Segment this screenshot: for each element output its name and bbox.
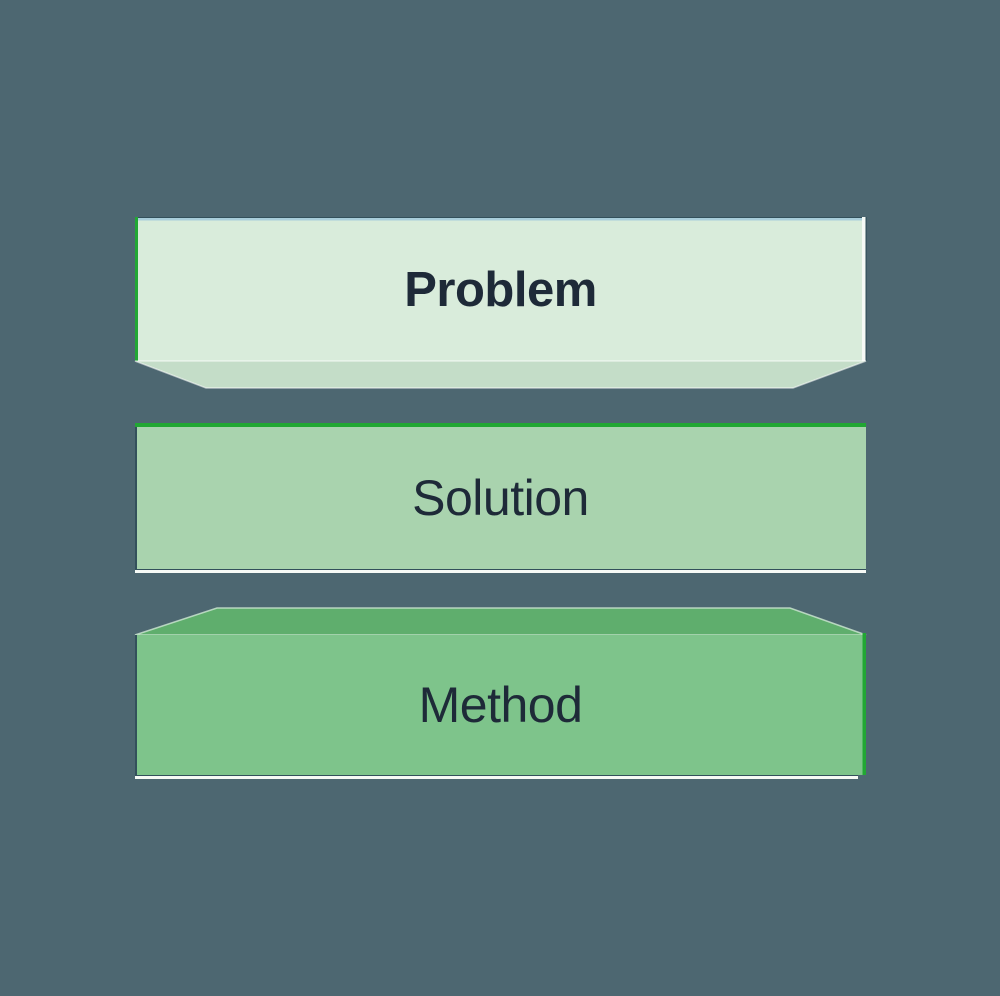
method-right-green-edge	[862, 633, 866, 775]
solution-left-dark-edge	[135, 427, 137, 569]
solution-face	[135, 427, 866, 569]
solution-bottom-white-edge	[135, 570, 866, 573]
stage-label-solution: Solution	[412, 470, 589, 526]
method-slab	[134, 607, 867, 779]
method-bottom-dark-edge	[135, 775, 858, 776]
solution-top-green-edge	[135, 423, 866, 427]
problem-top-highlight-edge	[135, 218, 866, 221]
problem-slab	[134, 217, 867, 389]
method-bottom-white-edge	[135, 776, 858, 779]
solution-slab	[135, 423, 866, 573]
problem-right-dark-edge	[865, 217, 867, 361]
stage-label-problem: Problem	[404, 263, 597, 317]
problem-bottom-bevel	[134, 360, 867, 389]
problem-right-white-edge	[862, 217, 866, 361]
stage-label-method: Method	[418, 677, 583, 733]
solution-bottom-dark-edge	[135, 569, 866, 570]
method-left-dark-edge	[135, 635, 137, 775]
method-top-bevel	[134, 607, 867, 636]
problem-face	[135, 217, 866, 361]
method-face	[135, 635, 866, 775]
problem-left-green-edge	[135, 217, 138, 361]
problem-top-dark-edge	[135, 217, 866, 218]
